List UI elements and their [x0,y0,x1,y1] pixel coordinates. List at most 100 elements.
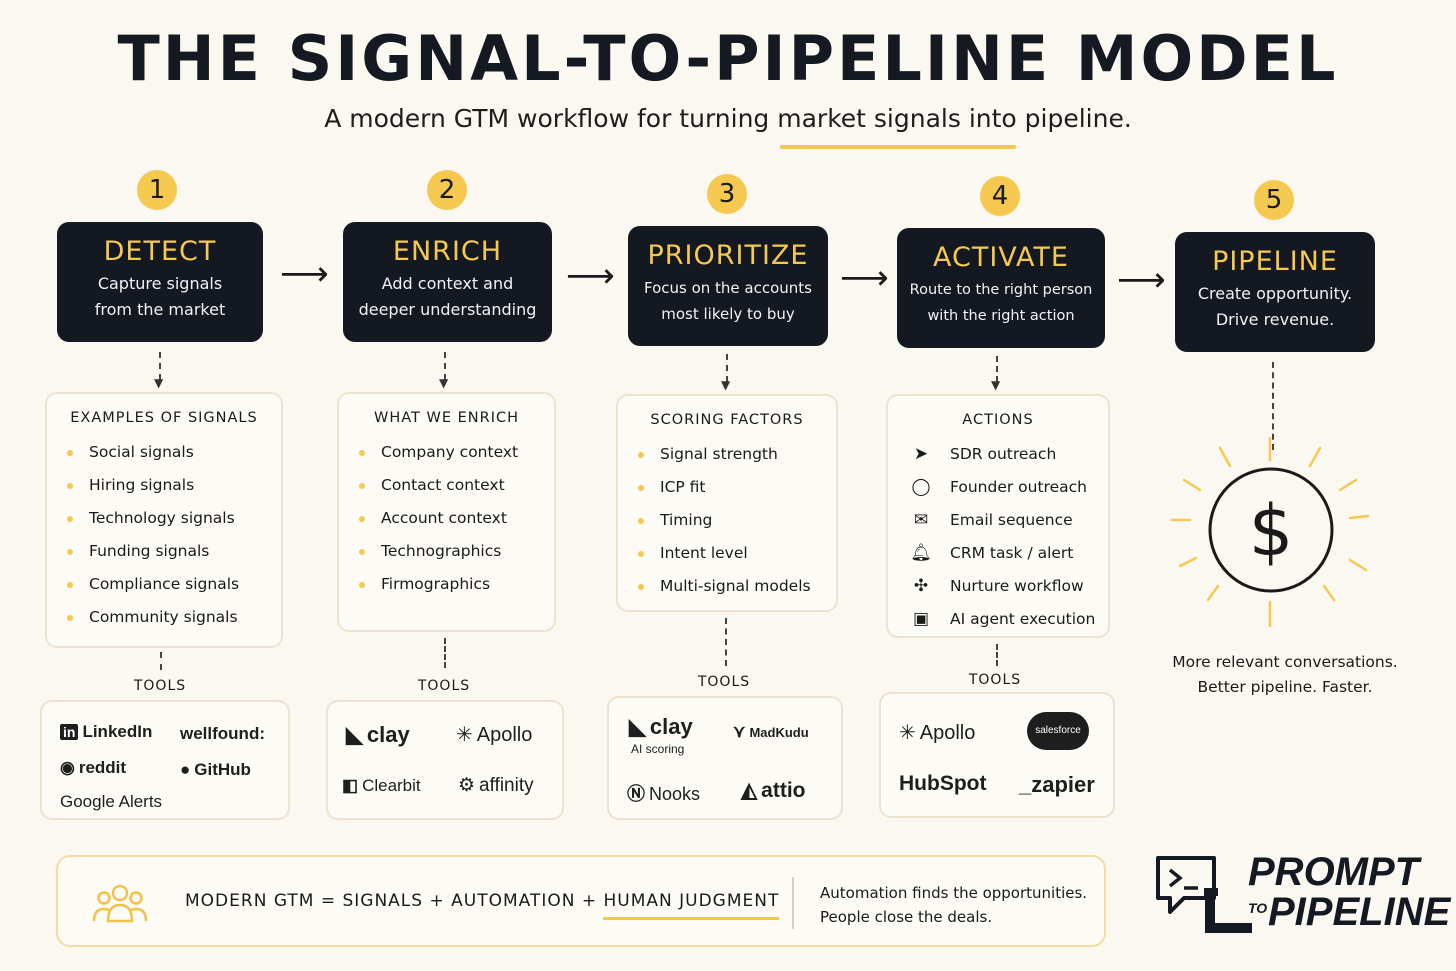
gtm-formula: MODERN GTM = SIGNALS + AUTOMATION + HUMA… [185,891,780,920]
tools-label: TOOLS [133,678,187,694]
logo-text: attio [761,779,806,802]
github-logo: ●GitHub [180,760,251,780]
bullet [67,516,73,522]
prompt-to-pipeline-logo: PROMPT TO PIPELINE [1150,848,1450,944]
sun-ray [1206,584,1220,602]
connector-line [160,652,162,670]
bullet [638,485,644,491]
card-heading: SCORING FACTORS [650,412,804,428]
enrich-card: WHAT WE ENRICH Company context Contact c… [337,392,556,632]
flow-arrow-4: ⟶ [1117,260,1166,300]
reddit-icon: ◉ [60,758,75,777]
step-description: Route to the right person with the right… [909,282,1093,324]
pipeline-caption: More relevant conversations. Better pipe… [1172,653,1398,696]
footer-note-line: People close the deals. [820,908,993,926]
bullet [638,551,644,557]
hubspot-logo: HubSpot [899,772,987,795]
flow-arrow-3: ⟶ [840,258,889,298]
coin-circle [1208,467,1334,593]
person-icon: ◯ [911,477,931,497]
footer-note-line: Automation finds the opportunities. [820,884,1088,902]
flow-arrow-2: ⟶ [566,256,615,296]
list-item-label: Contact context [381,476,505,494]
connector-arrowhead: ▼ [991,378,1001,392]
connector-line [444,352,446,380]
list-item: Funding signals [67,535,281,568]
list-item-label: SDR outreach [950,445,1057,463]
logo-text: Apollo [476,724,533,746]
brand-line-1: PROMPT [1248,850,1420,894]
formula-text: MODERN GTM = SIGNALS + AUTOMATION + [185,891,604,911]
attio-logo: ◭attio [741,778,805,803]
list-item-label: ICP fit [660,478,706,496]
logo-text: LinkedIn [82,722,153,741]
footer-banner: MODERN GTM = SIGNALS + AUTOMATION + HUMA… [56,855,1106,947]
list-item-label: Compliance signals [89,575,240,593]
list-item-label: Timing [660,511,713,529]
page-title: THE SIGNAL-TO-PIPELINE MODEL [117,22,1339,95]
list-item-label: Community signals [89,608,238,626]
list-item: Timing [638,504,836,537]
terminal-pipe-icon [1156,856,1252,933]
list-item: ✉Email sequence [908,504,1108,537]
step-title: PRIORITIZE [647,240,809,271]
list-item: Social signals [67,436,281,469]
zapier-logo: _zapier [1019,772,1095,797]
apollo-logo: ✳Apollo [899,720,975,745]
list-item-label: Funding signals [89,542,210,560]
list-item: 🔔︎CRM task / alert [908,537,1108,570]
sun-rays [1170,436,1370,628]
robot-icon: ▣ [912,609,930,629]
step-title: DETECT [103,236,217,267]
logo-text: Nooks [649,784,701,804]
flow-arrow-1: ⟶ [280,254,329,294]
list-item: ➤SDR outreach [908,438,1108,471]
tools-label: TOOLS [697,674,751,690]
clay-icon: ◣ [346,722,363,747]
step-activate: ACTIVATE Route to the right person with … [897,228,1105,348]
reddit-logo: ◉reddit [60,758,126,778]
footer-divider [792,877,794,929]
dollar-sun-illustration: $ [1170,436,1370,628]
step-description: Add context and deeper understanding [358,274,537,319]
sun-ray [1322,584,1336,602]
list-item: Account context [359,502,554,535]
connector-arrowhead: ▼ [721,378,731,392]
sun-ray [1218,446,1232,468]
bullet [67,549,73,555]
brand-line-2: PIPELINE [1268,890,1451,934]
tools-label: TOOLS [417,678,471,694]
logo-text: MadKudu [749,725,809,740]
bullet [67,582,73,588]
list-item-label: Company context [381,443,519,461]
step-number-2: 2 [427,170,467,210]
list-item-label: Account context [381,509,507,527]
logo-text: Apollo [919,722,976,744]
list-item-label: Multi-signal models [660,577,811,595]
bullet [67,450,73,456]
card-heading: EXAMPLES OF SIGNALS [70,410,258,426]
apollo-logo: ✳Apollo [456,722,532,747]
bell-icon: 🔔︎ [910,543,932,563]
bullet [638,452,644,458]
list-item-label: Intent level [660,544,748,562]
wellfound-logo: wellfound: [180,724,265,743]
logo-text: clay [366,722,410,747]
sun-ray [1348,514,1370,520]
bullet [359,483,365,489]
list-item-label: Signal strength [660,445,778,463]
affinity-logo: ⚙affinity [458,774,534,797]
connector-arrowhead: ▼ [154,376,164,390]
connector-line [1272,362,1274,450]
logo-text: Clearbit [362,776,421,795]
tools-label: TOOLS [968,672,1022,688]
list-item: Compliance signals [67,568,281,601]
subtitle-underline [780,145,1016,149]
page-subtitle: A modern GTM workflow for turning market… [324,104,1132,133]
step-number-3: 3 [707,174,747,214]
step-prioritize: PRIORITIZE Focus on the accounts most li… [628,226,828,346]
